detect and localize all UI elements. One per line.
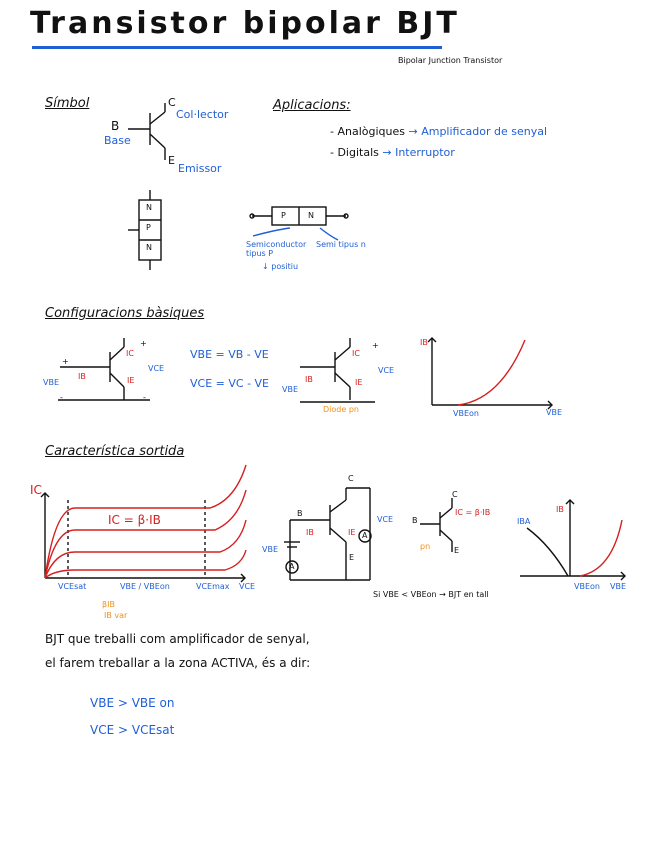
collector-label: Col·lector (176, 108, 229, 121)
output-tick-mid: VBE / VBEon (120, 582, 170, 591)
circuit-vbe: VBE (262, 545, 279, 554)
small-b: B (412, 516, 418, 525)
conclusion-line1: BJT que treballi com amplificador de sen… (45, 632, 310, 646)
arrow-icon: → (382, 146, 392, 159)
config-graph-x: VBE (546, 408, 563, 417)
condition-vbe: VBE > VBE on (90, 696, 175, 710)
config-graph-tick: VBEon (453, 409, 479, 418)
output-tick-sat: VCEsat (58, 582, 87, 591)
small-c: C (452, 490, 458, 499)
config-ib2: IB (305, 375, 313, 384)
config-eq1: VBE = VB - VE (190, 348, 269, 361)
output-y-label: IC (30, 483, 42, 497)
page-subtitle: Bipolar Junction Transistor (398, 56, 503, 65)
graph2-left: IBA (517, 517, 531, 526)
circuit-ie: IE (348, 528, 356, 537)
ammeter-icon: A (289, 562, 295, 571)
output-tick-max: VCEmax (196, 582, 230, 591)
npn-n1: N (146, 203, 152, 212)
config-eq2: VCE = VC - VE (190, 377, 270, 390)
symbol-heading: Símbol (45, 96, 90, 111)
small-e: E (454, 546, 460, 555)
circuit-b: B (297, 509, 303, 518)
app-digital-use: Interruptor (395, 146, 455, 159)
graph2-tick: VBEon (574, 582, 600, 591)
graph2-x: VBE (610, 582, 627, 591)
page-title: Transistor bipolar BJT (30, 6, 460, 41)
circuit-vce: VCE (377, 515, 394, 524)
arrow-icon: → (408, 125, 418, 138)
output-heading: Característica sortida (45, 444, 185, 459)
npn-n2: N (146, 243, 152, 252)
title-underline (32, 46, 442, 49)
collector-letter: C (168, 96, 176, 109)
emitter-letter: E (168, 154, 175, 167)
small-ic: IC = β·IB (455, 508, 491, 517)
output-beta-note: βIB (102, 600, 115, 609)
app-digital: - Digitals → Interruptor (330, 146, 455, 159)
small-pn: pn (420, 542, 431, 551)
config-heading: Configuracions bàsiques (45, 306, 205, 321)
config-vce1: VCE (148, 364, 165, 373)
circuit-c: C (348, 474, 354, 483)
circuit-e: E (349, 553, 355, 562)
circuit-ib: IB (306, 528, 314, 537)
output-equation: IC = β·IB (108, 513, 161, 527)
graph2-y: IB (556, 505, 564, 514)
app-digital-label: - Digitals (330, 146, 379, 159)
config-plus2: + (140, 339, 147, 348)
conclusion-line2: el farem treballar a la zona ACTIVA, és … (45, 656, 311, 670)
pn-p: P (281, 211, 286, 220)
config-plus3: + (372, 341, 379, 350)
app-analog-use: Amplificador de senyal (421, 125, 548, 138)
app-analog: - Analògiques → Amplificador de senyal (330, 125, 547, 138)
config-diode-note: Diode pn (323, 405, 359, 414)
output-beta-note2: IB var (104, 611, 128, 620)
output-note: Si VBE < VBEon → BJT en tall (373, 590, 489, 599)
condition-vce: VCE > VCEsat (90, 723, 175, 737)
config-minus1: - (60, 393, 63, 402)
config-graph-y: IB (420, 338, 428, 347)
config-plus1: + (62, 357, 69, 366)
applications-heading: Aplicacions: (273, 98, 351, 113)
ammeter-icon: A (362, 531, 368, 540)
app-analog-label: - Analògiques (330, 125, 405, 138)
base-letter: B (111, 119, 120, 133)
config-minus2: - (143, 393, 146, 402)
npn-p: P (146, 223, 151, 232)
config-ib1: IB (78, 372, 86, 381)
pn-n-note: Semi tipus n (316, 240, 366, 249)
config-vbe1: VBE (43, 378, 60, 387)
config-vce2: VCE (378, 366, 395, 375)
output-x-label: VCE (239, 582, 256, 591)
pn-n: N (308, 211, 314, 220)
pn-p-note2: ↓ positiu (262, 262, 299, 271)
base-label: Base (104, 134, 131, 147)
config-ie1: IE (127, 376, 135, 385)
emitter-label: Emissor (178, 162, 222, 175)
config-ic1: IC (126, 349, 134, 358)
config-ie2: IE (355, 378, 363, 387)
pn-p-note: Semiconductor tipus P (246, 240, 307, 258)
config-vbe2: VBE (282, 385, 299, 394)
config-ic2: IC (352, 349, 360, 358)
